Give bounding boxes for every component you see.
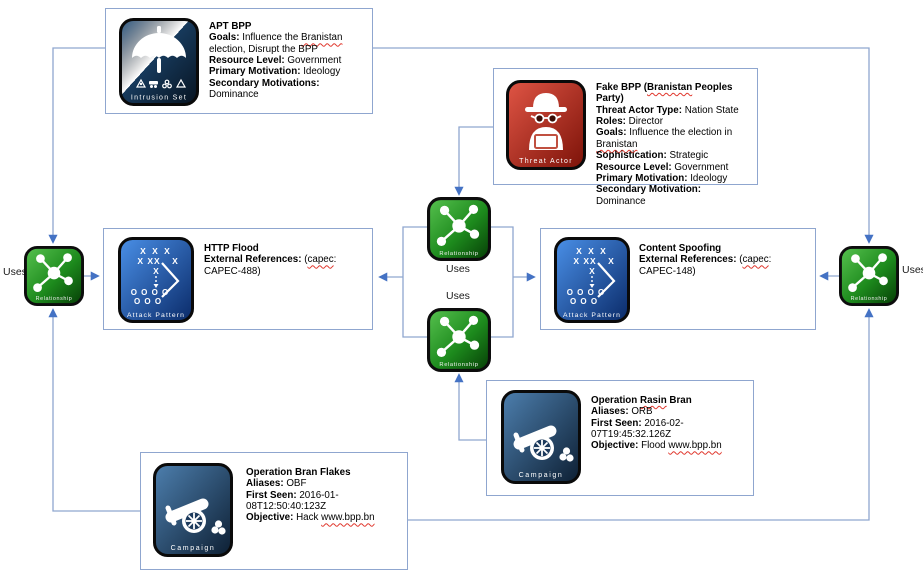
svg-text:Intrusion Set: Intrusion Set <box>131 95 187 102</box>
field-line: External References: (capec: CAPEC-148) <box>639 254 772 277</box>
field-line: Objective: Hack www.bpp.bn <box>246 512 375 524</box>
threat-actor-text: Fake BPP (Branistan Peoples Party)Threat… <box>596 82 752 207</box>
svg-text:X X X: X X X <box>140 246 172 256</box>
relationship-node-right[interactable]: Relationship <box>839 245 899 307</box>
connector-intrusionset-to-right-relationship <box>373 47 874 244</box>
connector-campaignflakes-to-left-relationship <box>48 308 140 512</box>
threat-actor-icon[interactable]: Threat Actor <box>506 80 586 170</box>
svg-text:X: X <box>153 266 159 276</box>
bracket-mid-relationships-left <box>402 226 427 338</box>
entity-title: Operation Bran Flakes <box>246 467 351 478</box>
bracket-mid-relationships-right <box>491 226 514 338</box>
svg-text:O O O: O O O <box>134 297 162 306</box>
uses-label-mid-bottom: Uses <box>446 290 470 302</box>
field-line: Goals: Influence the election in Branist… <box>596 127 733 150</box>
svg-text:Campaign: Campaign <box>519 472 564 479</box>
entity-title: Fake BPP (Branistan Peoples Party) <box>596 82 733 105</box>
svg-text:Relationship: Relationship <box>851 296 888 302</box>
svg-text:O O O O: O O O O <box>567 288 606 297</box>
relationship-node-left[interactable]: Relationship <box>24 245 84 307</box>
svg-text:X X X: X X X <box>576 246 608 256</box>
entity-title: HTTP Flood <box>204 243 259 254</box>
field-line: Secondary Motivation: Dominance <box>596 184 702 207</box>
field-line: Aliases: OBF <box>246 478 307 490</box>
field-line: Threat Actor Type: Nation State <box>596 104 739 116</box>
field-line: Objective: Flood www.bpp.bn <box>591 440 722 452</box>
field-line: Aliases: ORB <box>591 406 653 418</box>
uses-label-right: Uses <box>902 264 923 276</box>
uses-label-left: Uses <box>3 266 27 278</box>
field-line: First Seen: 2016-01-08T12:50:40:123Z <box>246 489 339 513</box>
field-line: Sophistication: Strategic <box>596 150 709 162</box>
svg-text:X XX: X XX <box>137 256 160 266</box>
svg-text:Relationship: Relationship <box>439 251 478 257</box>
attack-pattern-httpflood-box[interactable]: X X X X XX X X O O O O O O O Attack Patt… <box>103 228 373 330</box>
threat-actor-box[interactable]: Threat Actor Fake BPP (Branistan Peoples… <box>493 68 758 207</box>
field-line: External References: (capec: CAPEC-488) <box>204 254 337 277</box>
svg-text:Campaign: Campaign <box>171 545 216 552</box>
relationship-node-mid-top[interactable]: Relationship <box>427 197 491 261</box>
campaign-icon[interactable]: Campaign <box>153 463 233 557</box>
field-line: Primary Motivation: Ideology <box>596 172 728 184</box>
svg-text:X XX: X XX <box>573 256 596 266</box>
field-line: Resource Level: Government <box>596 161 729 173</box>
connector-intrusionset-to-left-relationship <box>48 47 105 244</box>
svg-text:Relationship: Relationship <box>36 296 73 302</box>
field-line: Resource Level: Government <box>209 55 342 67</box>
svg-text:Attack Pattern: Attack Pattern <box>563 312 621 319</box>
svg-text:Relationship: Relationship <box>439 362 478 368</box>
field-line: Primary Motivation: Ideology <box>209 66 341 78</box>
attack-pattern-icon[interactable]: X X X X XX X X O O O O O O O Attack Patt… <box>554 237 630 323</box>
svg-text:O O O O: O O O O <box>131 288 170 297</box>
connector-campaignrasin-to-midbottom-relationship <box>454 373 486 441</box>
entity-title: Operation Rasin Bran <box>591 395 692 406</box>
entity-title: APT BPP <box>209 21 252 32</box>
svg-text:Attack Pattern: Attack Pattern <box>127 312 185 319</box>
entity-title: Content Spoofing <box>639 243 722 254</box>
field-line: Goals: Influence the Branistan election,… <box>209 32 343 55</box>
connector-threatactor-to-midtop-relationship <box>454 126 493 196</box>
field-line: Roles: Director <box>596 116 663 128</box>
field-line: First Seen: 2016-02-07T19:45:32.126Z <box>591 417 684 441</box>
svg-text:X: X <box>589 266 595 276</box>
relationship-node-mid-bottom[interactable]: Relationship <box>427 308 491 372</box>
svg-text:X: X <box>172 256 178 266</box>
attack-pattern-icon[interactable]: X X X X XX X X O O O O O O O Attack Patt… <box>118 237 194 323</box>
intrusion-set-icon[interactable]: Intrusion Set <box>119 18 199 106</box>
svg-text:X: X <box>608 256 614 266</box>
campaign-icon[interactable]: Campaign <box>501 390 581 484</box>
uses-label-mid-top: Uses <box>446 263 470 275</box>
connector-campaignflakes-to-right-relationship <box>408 308 874 521</box>
svg-text:Threat Actor: Threat Actor <box>519 158 573 165</box>
svg-text:O O O: O O O <box>570 297 598 306</box>
field-line: Secondary Motivations: Dominance <box>209 77 320 101</box>
attack-pattern-contentspoofing-box[interactable]: X X X X XX X X O O O O O O O Attack Patt… <box>540 228 816 330</box>
